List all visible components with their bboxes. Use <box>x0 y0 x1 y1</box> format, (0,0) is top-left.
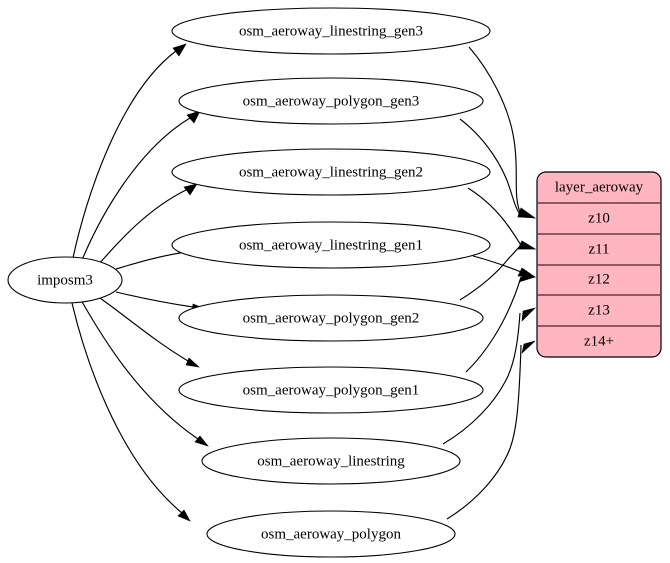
node-osm-aeroway-polygon-shape[interactable] <box>206 510 456 558</box>
node-osm-aeroway-linestring-gen1[interactable]: osm_aeroway_linestring_gen1 <box>171 221 491 269</box>
node-osm-aeroway-polygon-gen2[interactable]: osm_aeroway_polygon_gen2 <box>178 294 484 342</box>
table-header-label: layer_aeroway <box>555 179 644 195</box>
edge-imposm3-to-linestring-gen2 <box>97 183 198 266</box>
node-osm-aeroway-polygon-gen1-label: osm_aeroway_polygon_gen1 <box>243 382 420 398</box>
edge-imposm3-to-linestring <box>80 299 209 447</box>
node-osm-aeroway-linestring-gen3-label: osm_aeroway_linestring_gen3 <box>239 23 423 39</box>
node-osm-aeroway-linestring-gen2-shape[interactable] <box>171 148 491 196</box>
node-osm-aeroway-polygon-gen1[interactable]: osm_aeroway_polygon_gen1 <box>178 366 484 414</box>
edge-polygon-gen1-to-z12 <box>465 273 537 373</box>
node-osm-aeroway-polygon-gen1-shape[interactable] <box>178 366 484 414</box>
edge-linestring-gen3-to-z10 <box>468 46 536 219</box>
node-imposm3[interactable]: imposm3 <box>7 256 123 304</box>
table-row-z11[interactable]: z11 <box>588 241 609 257</box>
node-imposm3-label: imposm3 <box>37 272 93 288</box>
node-osm-aeroway-linestring-label: osm_aeroway_linestring <box>257 453 405 469</box>
edge-linestring-to-z13 <box>442 307 536 445</box>
table-row-z10[interactable]: z10 <box>588 210 610 226</box>
node-osm-aeroway-linestring[interactable]: osm_aeroway_linestring <box>201 437 461 485</box>
node-osm-aeroway-linestring-gen3-shape[interactable] <box>171 7 491 55</box>
edges-middle-to-table <box>442 46 537 520</box>
node-osm-aeroway-polygon-gen2-shape[interactable] <box>178 294 484 342</box>
node-osm-aeroway-polygon-gen3-label: osm_aeroway_polygon_gen3 <box>243 93 420 109</box>
edge-imposm3-to-polygon-gen3 <box>81 110 201 261</box>
edge-imposm3-to-polygon <box>71 302 191 522</box>
node-osm-aeroway-linestring-gen3[interactable]: osm_aeroway_linestring_gen3 <box>171 7 491 55</box>
node-osm-aeroway-polygon-gen3[interactable]: osm_aeroway_polygon_gen3 <box>178 77 484 125</box>
node-osm-aeroway-polygon-label: osm_aeroway_polygon <box>261 526 401 542</box>
node-osm-aeroway-linestring-shape[interactable] <box>201 437 461 485</box>
node-osm-aeroway-linestring-gen2-label: osm_aeroway_linestring_gen2 <box>239 164 423 180</box>
edge-imposm3-to-linestring-gen3 <box>72 43 187 259</box>
table-row-z13[interactable]: z13 <box>588 302 610 318</box>
edge-polygon-to-z14 <box>446 340 536 520</box>
node-osm-aeroway-polygon-gen2-label: osm_aeroway_polygon_gen2 <box>243 310 420 326</box>
node-osm-aeroway-linestring-gen1-label: osm_aeroway_linestring_gen1 <box>239 237 423 253</box>
edge-polygon-gen2-to-z11 <box>459 240 537 301</box>
node-osm-aeroway-linestring-gen1-shape[interactable] <box>171 221 491 269</box>
edge-linestring-gen1-to-z12 <box>472 255 537 278</box>
node-osm-aeroway-linestring-gen2[interactable]: osm_aeroway_linestring_gen2 <box>171 148 491 196</box>
node-imposm3-shape[interactable] <box>7 256 123 304</box>
node-osm-aeroway-polygon[interactable]: osm_aeroway_polygon <box>206 510 456 558</box>
edge-imposm3-to-polygon-gen1 <box>96 295 200 368</box>
table-row-z12[interactable]: z12 <box>588 271 610 287</box>
table-row-z14plus[interactable]: z14+ <box>584 333 614 349</box>
edge-polygon-gen3-to-z10 <box>459 118 537 219</box>
table-node-layer-aeroway[interactable]: layer_aeroway z10 z11 z12 z13 z14+ <box>536 171 662 358</box>
node-osm-aeroway-polygon-gen3-shape[interactable] <box>178 77 484 125</box>
